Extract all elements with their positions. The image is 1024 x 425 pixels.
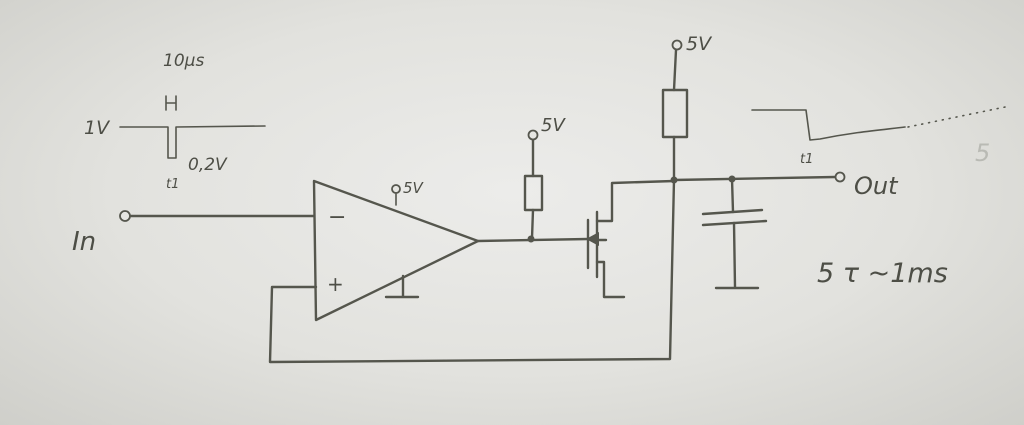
drain-resistor (661, 88, 689, 139)
output-label: Out (854, 172, 899, 200)
edge-fragment: 5 (975, 139, 990, 167)
pullup-supply-label: 5V (541, 115, 566, 136)
output-waveform (751, 109, 906, 141)
capacitor-plate-top (701, 208, 764, 216)
drain-supply-label: 5V (686, 33, 713, 55)
input-terminal (119, 210, 131, 222)
input-pulse-waveform (119, 95, 266, 159)
drain-supply-wire (672, 48, 678, 92)
output-wire (672, 175, 837, 182)
pulse-width-label: 10µs (163, 51, 204, 71)
opamp-supply-label: 5V (403, 179, 425, 197)
mosfet-transistor (586, 179, 676, 299)
pullup-supply-terminal (527, 129, 539, 141)
output-waveform-trail (907, 105, 1011, 128)
pulse-high-label: 1V (84, 117, 111, 139)
pullup-resistor (523, 174, 544, 212)
output-time-label: t1 (800, 152, 813, 167)
opamp-inverting-input-sign: − (328, 205, 346, 230)
pulse-time-label: t1 (166, 177, 179, 192)
pullup-wire-bottom (530, 208, 535, 240)
pulse-low-label: 0,2V (188, 155, 228, 175)
opamp-supply-terminal (391, 184, 401, 194)
drain-supply-terminal (671, 39, 683, 51)
opamp-ground-symbol (384, 274, 420, 299)
capacitor-ground (714, 221, 760, 290)
capacitor-wire-top (730, 177, 735, 214)
time-constant-note: 5 τ ~1ms (817, 258, 948, 289)
output-terminal (834, 171, 846, 183)
feedback-wire (268, 178, 676, 364)
input-label: In (72, 227, 96, 257)
opamp-noninverting-input-sign: + (327, 272, 344, 296)
gate-node (527, 235, 535, 243)
op-amp (312, 179, 480, 322)
